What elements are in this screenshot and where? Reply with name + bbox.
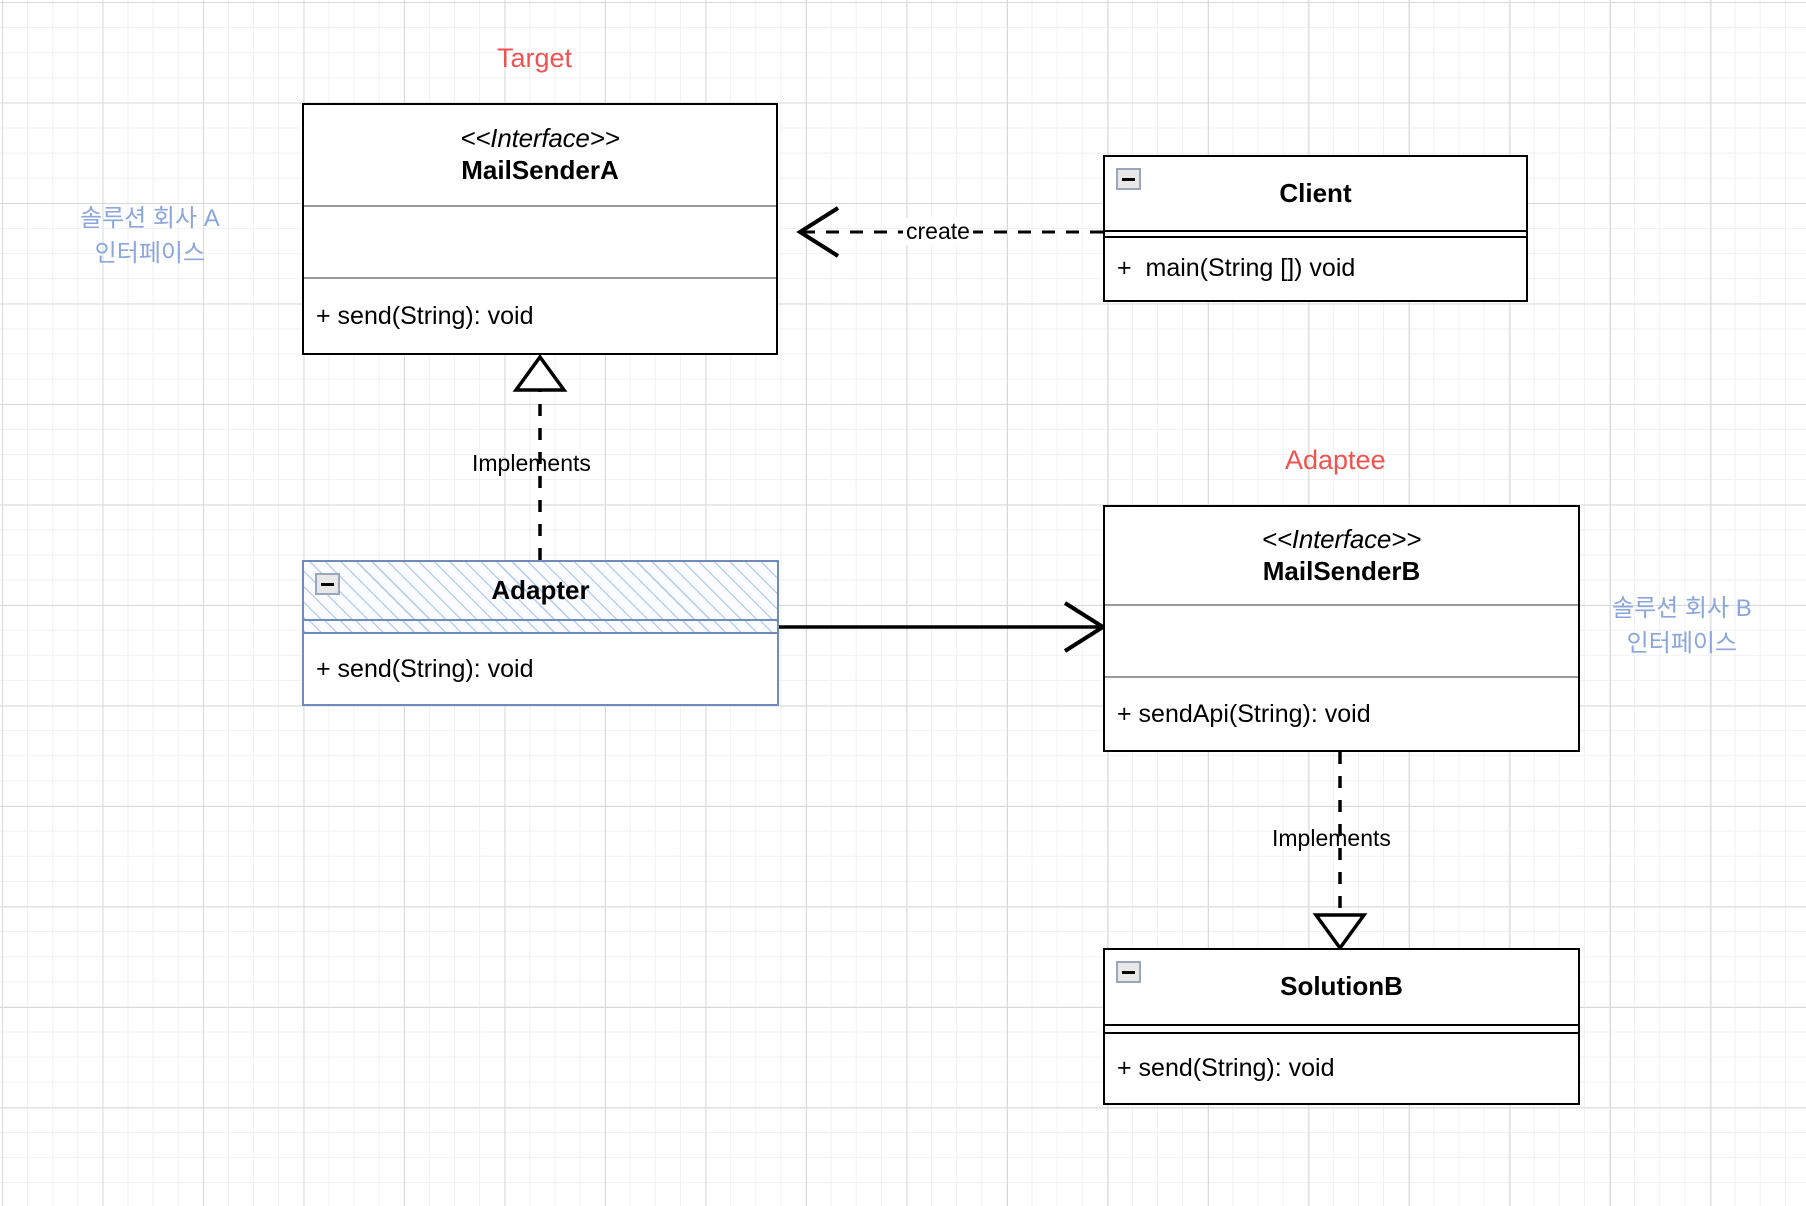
minus-icon[interactable] bbox=[315, 573, 340, 595]
class-title-mailsendera: MailSenderA bbox=[461, 155, 619, 185]
label-target: Target bbox=[497, 43, 573, 73]
operations-compartment-mailsendera: + send(String): void bbox=[304, 277, 776, 353]
class-box-client[interactable]: Client + main(String []) void bbox=[1103, 155, 1528, 302]
class-name-compartment-client: Client bbox=[1105, 157, 1526, 230]
note-solution-company-b-line1: 솔루션 회사 B bbox=[1612, 595, 1752, 622]
edge-label-implements-adapter: Implements bbox=[472, 450, 591, 476]
note-solution-company-b: 솔루션 회사 B 인터페이스 bbox=[1612, 592, 1752, 662]
class-title-solutionb: SolutionB bbox=[1280, 971, 1403, 1002]
edge-association-adapter-mailsenderb bbox=[779, 601, 1107, 653]
note-solution-company-b-line2: 인터페이스 bbox=[1626, 629, 1738, 657]
class-name-compartment-adapter: Adapter bbox=[304, 562, 777, 619]
note-solution-company-a-line2: 인터페이스 bbox=[94, 239, 206, 267]
operations-compartment-client: + main(String []) void bbox=[1105, 236, 1526, 299]
class-title-adapter: Adapter bbox=[491, 574, 590, 605]
operation-mailsendera-0: + send(String): void bbox=[316, 301, 534, 330]
attributes-compartment-adapter bbox=[304, 619, 777, 632]
operations-compartment-solutionb: + send(String): void bbox=[1105, 1032, 1578, 1103]
label-adaptee: Adaptee bbox=[1285, 445, 1386, 475]
class-box-mailsendera[interactable]: <<Interface>> MailSenderA + send(String)… bbox=[302, 103, 778, 355]
class-name-compartment-solutionb: SolutionB bbox=[1105, 950, 1578, 1024]
edge-label-create: create bbox=[903, 218, 973, 245]
minus-icon[interactable] bbox=[1116, 168, 1141, 190]
edge-label-implements-solutionb: Implements bbox=[1272, 825, 1391, 851]
class-name-compartment-mailsenderb: <<Interface>> MailSenderB bbox=[1105, 507, 1578, 604]
operations-compartment-mailsenderb: + sendApi(String): void bbox=[1105, 676, 1578, 750]
class-name-compartment-mailsendera: <<Interface>> MailSenderA bbox=[304, 105, 776, 205]
stereotype-mailsenderb: <<Interface>> bbox=[1261, 523, 1422, 554]
attributes-compartment-client bbox=[1105, 230, 1526, 236]
attributes-compartment-mailsendera bbox=[304, 205, 776, 277]
note-solution-company-a: 솔루션 회사 A 인터페이스 bbox=[80, 202, 220, 272]
note-solution-company-a-line1: 솔루션 회사 A bbox=[80, 205, 220, 232]
class-box-adapter[interactable]: Adapter + send(String): void bbox=[302, 560, 779, 706]
operation-adapter-0: + send(String): void bbox=[316, 654, 534, 683]
minus-icon[interactable] bbox=[1116, 961, 1141, 983]
attributes-compartment-mailsenderb bbox=[1105, 604, 1578, 676]
operation-client-0: + main(String []) void bbox=[1117, 254, 1356, 282]
attributes-compartment-solutionb bbox=[1105, 1024, 1578, 1032]
class-title-client: Client bbox=[1279, 177, 1352, 208]
class-box-solutionb[interactable]: SolutionB + send(String): void bbox=[1103, 948, 1580, 1105]
operations-compartment-adapter: + send(String): void bbox=[304, 632, 777, 704]
class-title-mailsenderb: MailSenderB bbox=[1262, 555, 1421, 586]
class-box-mailsenderb[interactable]: <<Interface>> MailSenderB + sendApi(Stri… bbox=[1103, 505, 1580, 752]
operation-mailsenderb-0: + sendApi(String): void bbox=[1117, 699, 1371, 728]
stereotype-mailsendera: <<Interface>> bbox=[460, 123, 620, 154]
operation-solutionb-0: + send(String): void bbox=[1117, 1054, 1335, 1082]
